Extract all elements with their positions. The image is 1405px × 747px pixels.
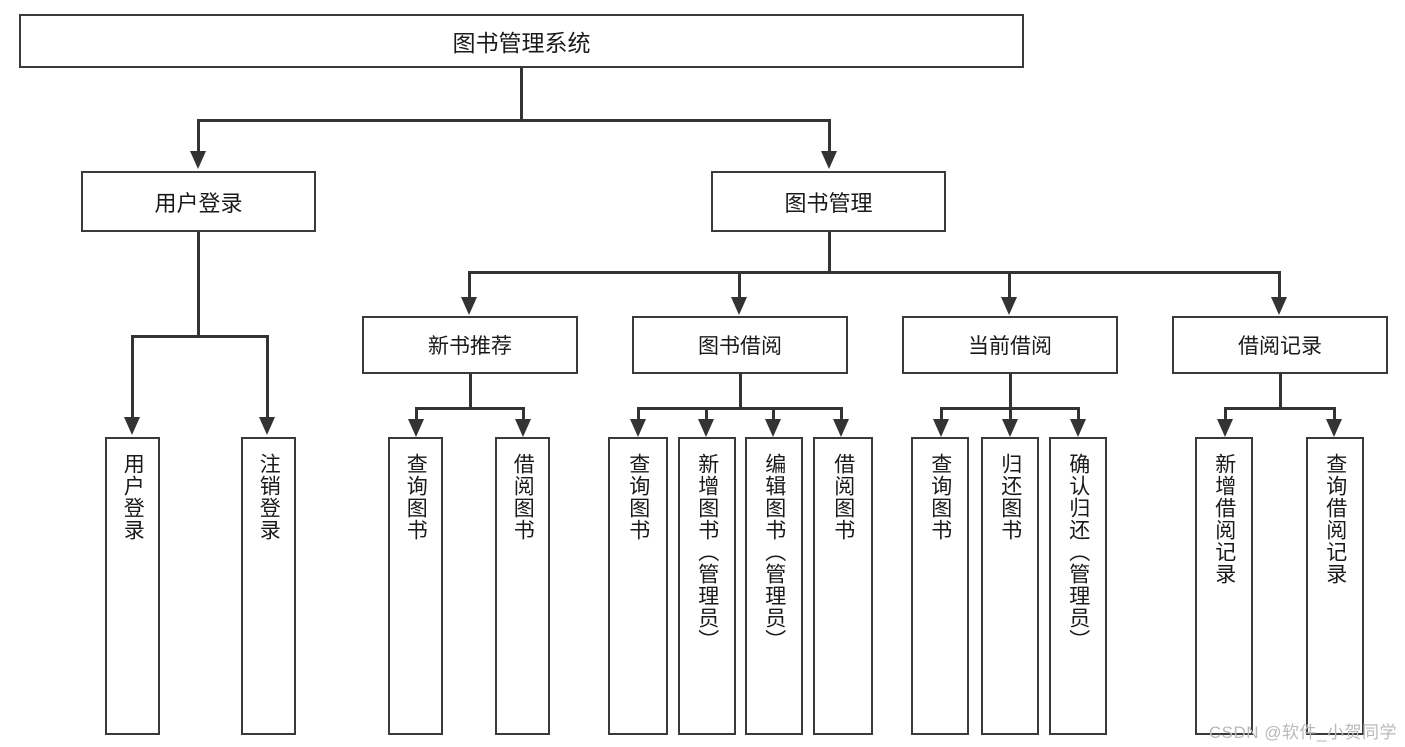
edge-to-new-book <box>468 271 471 299</box>
arrow-to-borrow-record <box>1271 297 1287 315</box>
leaf-borrow-query-book[interactable]: 查询图书 <box>608 437 668 735</box>
leaf-borrow-edit-book-admin[interactable]: 编辑图书（管理员） <box>745 437 803 735</box>
edge-borrow-record-leaf-1 <box>1224 407 1227 423</box>
edge-current-borrow-leaf-3 <box>1077 407 1080 423</box>
edge-to-book-borrow <box>738 271 741 299</box>
leaf-record-add-record[interactable]: 新增借阅记录 <box>1195 437 1253 735</box>
csdn-watermark: CSDN @软件_小贺同学 <box>1208 723 1397 742</box>
node-label: 查询图书 <box>404 453 428 541</box>
arrow-to-book-manage <box>821 151 837 169</box>
node-label: 借阅图书 <box>831 453 855 541</box>
node-label: 图书管理系统 <box>452 30 591 56</box>
node-label: 新增图书（管理员） <box>695 453 719 651</box>
edge-new-book-leaf-1 <box>415 407 418 423</box>
edge-book-borrow-leaf-2 <box>705 407 708 423</box>
edge-root-stem <box>520 68 523 120</box>
edge-user-login-leaf-1 <box>131 335 134 419</box>
edge-book-borrow-leaf-4 <box>840 407 843 423</box>
node-label: 新增借阅记录 <box>1212 453 1236 585</box>
edge-level2-bus <box>197 119 831 122</box>
edge-current-borrow-leaf-1 <box>940 407 943 423</box>
edge-new-book-stem <box>469 374 472 408</box>
node-label: 查询图书 <box>928 453 952 541</box>
edge-user-login-stem <box>197 232 200 336</box>
node-book-borrow[interactable]: 图书借阅 <box>632 316 848 374</box>
edge-current-borrow-leaf-2 <box>1009 407 1012 423</box>
arrow-to-user-login <box>190 151 206 169</box>
arrow-new-book-leaf-1 <box>408 419 424 437</box>
leaf-current-query-book[interactable]: 查询图书 <box>911 437 969 735</box>
node-new-book-recommend[interactable]: 新书推荐 <box>362 316 578 374</box>
node-label: 确认归还（管理员） <box>1066 453 1090 651</box>
edge-new-book-bus <box>415 407 525 410</box>
arrow-to-new-book <box>461 297 477 315</box>
leaf-recommend-query-book[interactable]: 查询图书 <box>388 437 443 735</box>
arrow-user-login-leaf-1 <box>124 417 140 435</box>
edge-book-borrow-leaf-3 <box>772 407 775 423</box>
leaf-current-confirm-return-admin[interactable]: 确认归还（管理员） <box>1049 437 1107 735</box>
edge-to-borrow-record <box>1278 271 1281 299</box>
arrow-borrow-record-leaf-1 <box>1217 419 1233 437</box>
edge-book-borrow-bus <box>637 407 843 410</box>
node-book-manage[interactable]: 图书管理 <box>711 171 946 232</box>
arrow-to-current-borrow <box>1001 297 1017 315</box>
edge-level3-bus <box>468 271 1280 274</box>
edge-borrow-record-bus <box>1224 407 1336 410</box>
node-label: 图书借阅 <box>698 335 782 358</box>
arrow-borrow-record-leaf-2 <box>1326 419 1342 437</box>
node-label: 用户登录 <box>121 453 145 541</box>
edge-borrow-record-stem <box>1279 374 1282 408</box>
edge-book-borrow-stem <box>739 374 742 408</box>
node-label: 图书管理 <box>784 190 873 216</box>
edge-to-book-manage <box>828 119 831 153</box>
leaf-record-query-record[interactable]: 查询借阅记录 <box>1306 437 1364 735</box>
node-root-system[interactable]: 图书管理系统 <box>19 14 1024 68</box>
edge-borrow-record-leaf-2 <box>1333 407 1336 423</box>
leaf-borrow-add-book-admin[interactable]: 新增图书（管理员） <box>678 437 736 735</box>
arrow-book-borrow-leaf-3 <box>765 419 781 437</box>
node-label: 编辑图书（管理员） <box>762 453 786 651</box>
arrow-current-borrow-leaf-3 <box>1070 419 1086 437</box>
edge-current-borrow-stem <box>1009 374 1012 408</box>
arrow-new-book-leaf-2 <box>515 419 531 437</box>
edge-book-borrow-leaf-1 <box>637 407 640 423</box>
arrow-current-borrow-leaf-2 <box>1002 419 1018 437</box>
leaf-current-return-book[interactable]: 归还图书 <box>981 437 1039 735</box>
arrow-user-login-leaf-2 <box>259 417 275 435</box>
node-label: 注销登录 <box>257 453 281 541</box>
arrow-book-borrow-leaf-1 <box>630 419 646 437</box>
edge-to-current-borrow <box>1008 271 1011 299</box>
leaf-borrow-borrow-book[interactable]: 借阅图书 <box>813 437 873 735</box>
node-label: 查询图书 <box>626 453 650 541</box>
node-borrow-record[interactable]: 借阅记录 <box>1172 316 1388 374</box>
arrow-book-borrow-leaf-2 <box>698 419 714 437</box>
node-user-login[interactable]: 用户登录 <box>81 171 316 232</box>
arrow-to-book-borrow <box>731 297 747 315</box>
edge-user-login-leaf-2 <box>266 335 269 419</box>
node-label: 借阅记录 <box>1238 335 1322 358</box>
edge-book-manage-stem <box>828 232 831 272</box>
node-label: 当前借阅 <box>968 335 1052 358</box>
node-label: 借阅图书 <box>511 453 535 541</box>
leaf-logout[interactable]: 注销登录 <box>241 437 296 735</box>
node-label: 用户登录 <box>154 190 243 216</box>
arrow-book-borrow-leaf-4 <box>833 419 849 437</box>
edge-new-book-leaf-2 <box>522 407 525 423</box>
arrow-current-borrow-leaf-1 <box>933 419 949 437</box>
node-label: 新书推荐 <box>428 335 512 358</box>
node-label: 查询借阅记录 <box>1323 453 1347 585</box>
leaf-recommend-borrow-book[interactable]: 借阅图书 <box>495 437 550 735</box>
node-label: 归还图书 <box>998 453 1022 541</box>
leaf-user-login[interactable]: 用户登录 <box>105 437 160 735</box>
edge-to-user-login <box>197 119 200 153</box>
node-current-borrow[interactable]: 当前借阅 <box>902 316 1118 374</box>
edge-user-login-bus <box>131 335 269 338</box>
